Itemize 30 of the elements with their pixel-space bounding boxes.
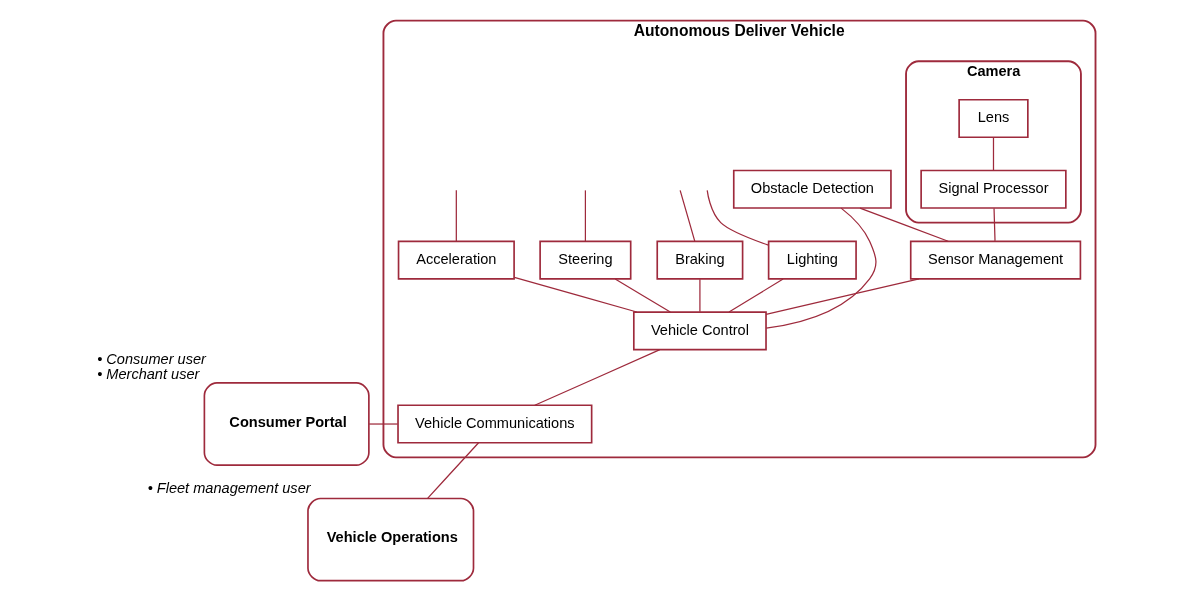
- connector: [727, 278, 784, 313]
- connector: [698, 278, 701, 313]
- connector: [992, 207, 996, 242]
- connector: [455, 189, 457, 242]
- node-label: • Merchant user: [96, 365, 199, 382]
- node-box: Sensor Management: [909, 240, 1081, 280]
- node-box: Steering: [538, 240, 632, 280]
- node-box: Vehicle Control: [632, 311, 767, 351]
- connector: [368, 423, 398, 425]
- node-box: Lighting: [767, 240, 857, 280]
- connector: [584, 189, 586, 242]
- connector: [614, 278, 671, 313]
- connector: [513, 276, 637, 313]
- connector: [533, 349, 660, 406]
- connector: [764, 278, 920, 316]
- connector: [679, 189, 695, 242]
- node-box: Lens: [957, 98, 1029, 139]
- connector: [992, 136, 994, 171]
- node-box: Consumer Portal: [203, 382, 370, 466]
- node-box: Vehicle Communications: [396, 404, 592, 444]
- node-box: Signal Processor: [919, 169, 1067, 209]
- connector: [426, 442, 479, 499]
- node-box: Vehicle Operations: [306, 497, 474, 582]
- connector: [765, 207, 877, 329]
- connector: [706, 189, 769, 246]
- node-box: Acceleration: [397, 240, 515, 280]
- node-label: • Consumer user: [96, 351, 206, 368]
- node-box: Braking: [655, 240, 743, 280]
- node-box: Obstacle Detection: [732, 169, 892, 209]
- node-label: • Fleet management user: [147, 480, 311, 497]
